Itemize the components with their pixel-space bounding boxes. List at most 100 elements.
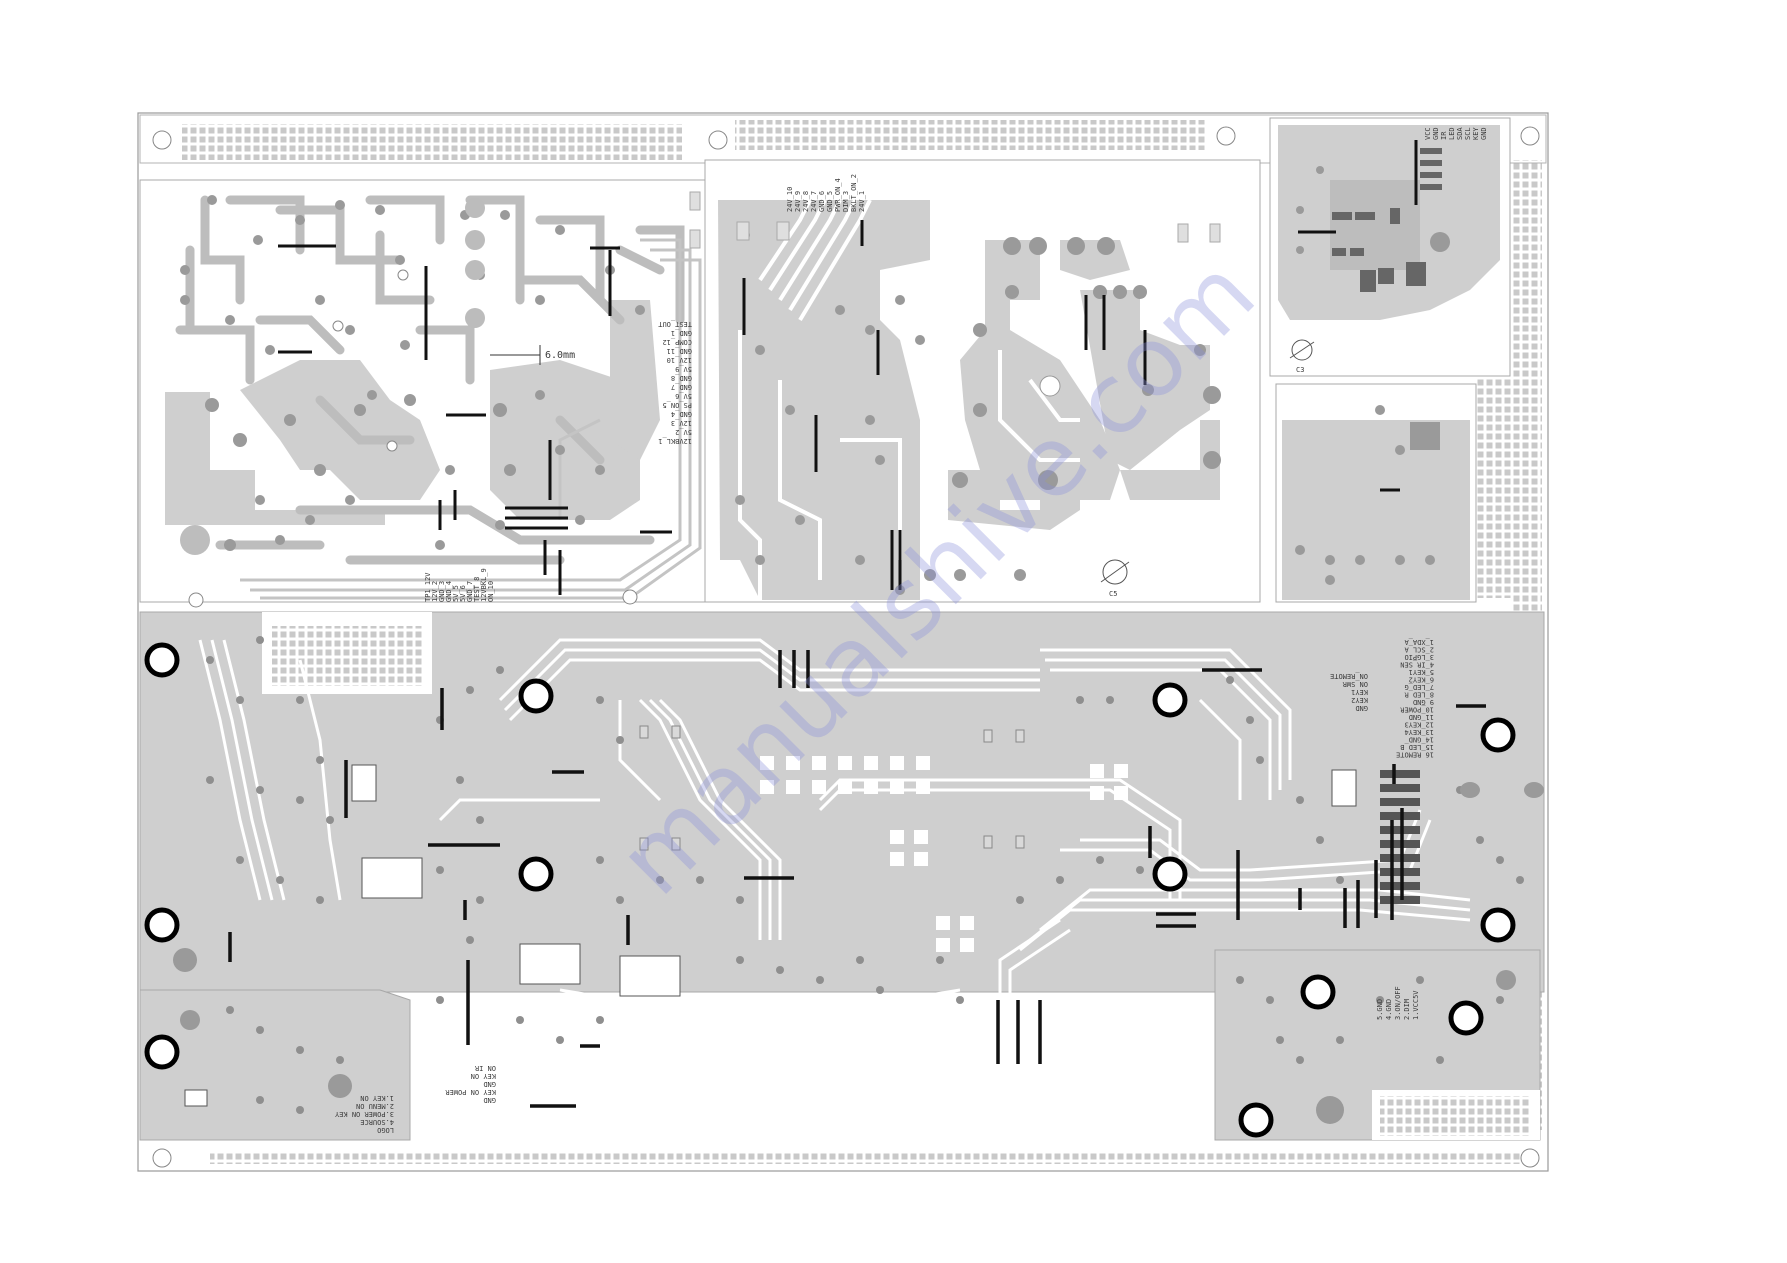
mounting-hole-br	[1520, 1148, 1540, 1168]
pin-label: 5V_9	[675, 365, 692, 373]
pin-label: 8_LED_R	[1404, 691, 1434, 699]
dimension-label: 6.0mm	[545, 350, 575, 361]
pin-label: 24V_7	[810, 191, 818, 212]
top-rail-slots-right	[735, 120, 1205, 150]
pin-label: GND	[1432, 127, 1440, 140]
pin-label: 12_KEY3	[1404, 721, 1434, 729]
panel-psu: 6.0mm TEST_OUTGND_1COMP_12GND_1112V_105V…	[139, 179, 706, 608]
pin-label: TEST_8	[473, 577, 481, 602]
pin-label: 3_LGPIO	[1404, 653, 1434, 661]
pin-label: SDA	[1456, 127, 1464, 140]
pin-label: 6_KEY2	[1409, 676, 1434, 684]
top-rail-slots-left	[182, 124, 682, 160]
pin-label: 24V_9	[794, 191, 802, 212]
pin-label: TEST_OUT	[657, 320, 692, 328]
pin-label: GND_4	[671, 410, 692, 418]
pin-label: ON_SWR	[1342, 680, 1368, 688]
pin-label: 10_POWER	[1399, 706, 1434, 714]
pin-label: 24V_1	[858, 191, 866, 212]
pin-label: 4.GND	[1385, 999, 1393, 1020]
module-marker: C3	[1296, 366, 1304, 374]
pin-label: SCL	[1464, 127, 1472, 140]
pin-label: 3.ON/OFF	[1394, 986, 1402, 1020]
bottom-rail-slots	[210, 1152, 1530, 1164]
pin-label: GND	[1355, 704, 1368, 712]
pin-label: 4_IR_SEN	[1400, 661, 1434, 669]
right-panel-slots	[1476, 378, 1512, 598]
pin-label: KEY1	[1351, 688, 1368, 696]
pin-label: GND	[1480, 127, 1488, 140]
pin-label: KEY ON	[471, 1072, 496, 1080]
pin-label: 2.MENU ON	[356, 1102, 394, 1110]
pin-label: GND_6	[818, 191, 826, 212]
pin-label: KEY	[1472, 127, 1480, 140]
pin-label: LOGO	[377, 1126, 394, 1134]
pin-label: 1.VCC5V	[1412, 990, 1420, 1020]
pin-label: 12V_3	[671, 419, 692, 427]
pin-label: 15_LED_B	[1400, 743, 1434, 751]
psu-marker: C5	[1109, 590, 1117, 598]
pin-label: 12VBKL_1	[658, 437, 692, 445]
pin-label: BKLT_ON_2	[850, 174, 858, 212]
pin-label: ON_10	[487, 581, 495, 602]
pin-label: GND_4	[445, 581, 453, 602]
mounting-hole-r	[1520, 126, 1540, 146]
pin-label: PS_ON_5	[662, 401, 692, 409]
pin-label: COMP_12	[662, 338, 692, 346]
pin-label: 4.SOURCE	[360, 1118, 394, 1126]
pin-label: 5V_2	[675, 428, 692, 436]
mounting-hole-bl	[152, 1148, 172, 1168]
pin-label: GND_5	[826, 191, 834, 212]
pin-label: 16_REMOTE	[1396, 751, 1434, 759]
pin-label: 12VBKL_9	[480, 568, 488, 602]
pin-label: 14_GND	[1409, 736, 1434, 744]
pin-label: 2_SCL_A	[1404, 646, 1434, 654]
pin-label: 5V_6	[459, 585, 467, 602]
main-connector-labels: 1_XDA_A2_SCL_A3_LGPIO4_IR_SEN5_KEY16_KEY…	[1396, 638, 1434, 759]
pin-label: IR	[1440, 131, 1448, 140]
pin-label: 7_LED_G	[1404, 683, 1434, 691]
pin-label: 24V_8	[802, 191, 810, 212]
pin-label: GND_11	[667, 347, 692, 355]
pin-label: KEY2	[1351, 696, 1368, 704]
pin-label: VCC	[1424, 127, 1432, 140]
pin-label: ON IR	[474, 1064, 496, 1072]
pin-label: 9_GND	[1413, 698, 1434, 706]
pin-label: 1.KEY ON	[360, 1094, 394, 1102]
pin-label: 5V_5	[452, 585, 460, 602]
pin-label: TP1 12V	[424, 572, 432, 602]
pin-label: 13_KEY4	[1404, 728, 1434, 736]
pin-label: PWR_ON_4	[834, 178, 842, 212]
pin-label: 1_XDA_A	[1404, 638, 1434, 646]
psu-pin-labels: TEST_OUTGND_1COMP_12GND_1112V_105V_9GND_…	[657, 320, 692, 445]
pin-label: 3.POWER ON KEY	[334, 1110, 394, 1118]
pin-label: 11_GND	[1409, 713, 1434, 721]
pin-label: 5_KEY1	[1409, 668, 1434, 676]
pin-label: GND_7	[671, 383, 692, 391]
pin-label: GND_3	[438, 581, 446, 602]
pin-label: 5V_6	[675, 392, 692, 400]
pin-label: GND_1	[671, 329, 692, 337]
mounting-hole-tl	[152, 130, 172, 150]
mounting-hole-tm	[708, 130, 728, 150]
pin-label: 5.GND	[1376, 999, 1384, 1020]
panel-main: 1_XDA_A2_SCL_A3_LGPIO4_IR_SEN5_KEY16_KEY…	[139, 611, 1545, 1141]
mounting-hole-tr	[1216, 126, 1236, 146]
pin-label: GND_7	[466, 581, 474, 602]
pin-label: 12V_10	[667, 356, 692, 364]
pin-label: GND	[483, 1096, 496, 1104]
pin-label: GND_8	[671, 374, 692, 382]
pin-label: LED	[1448, 127, 1456, 140]
pin-label: GND	[483, 1080, 496, 1088]
pin-label: DIM_3	[842, 191, 850, 212]
pin-label: 2.DIM	[1403, 999, 1411, 1020]
